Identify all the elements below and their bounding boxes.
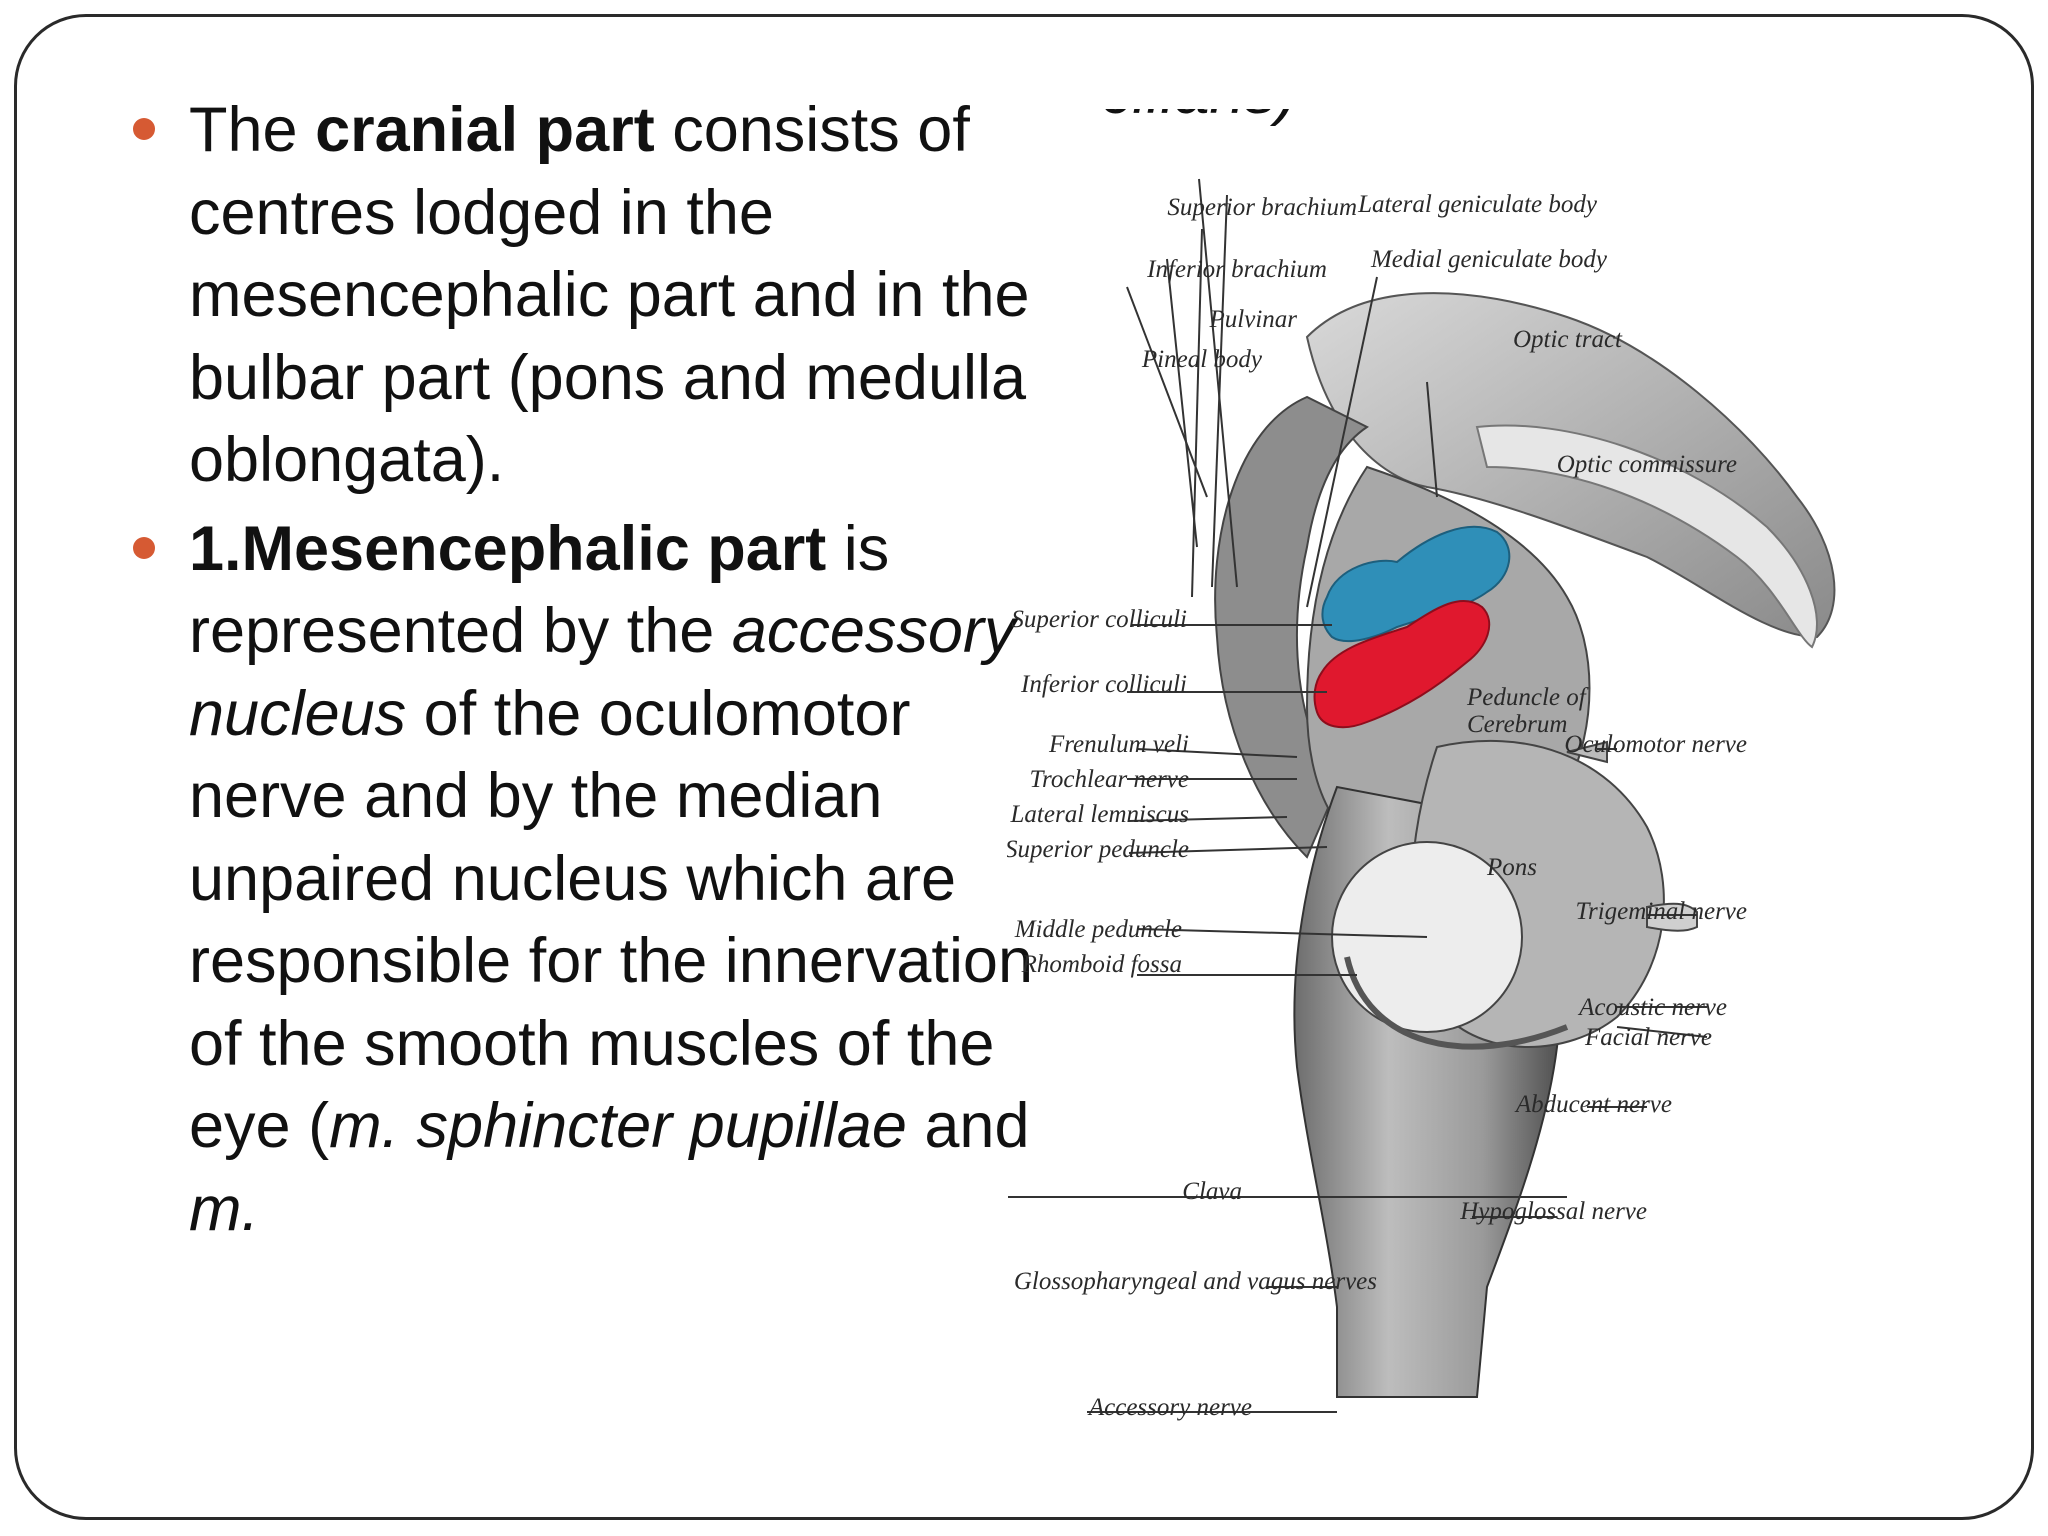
label-superior-peduncle: Superior peduncle <box>1007 836 1189 863</box>
label-optic-tract: Optic tract <box>1513 326 1623 353</box>
label-accessory-nerve: Accessory nerve <box>1087 1394 1252 1421</box>
optic-tract-shape <box>1475 424 1818 649</box>
label-superior-brachium: Superior brachium <box>1167 194 1357 221</box>
label-trochlear-nerve: Trochlear nerve <box>1030 766 1189 793</box>
label-trigeminal-nerve: Trigeminal nerve <box>1575 898 1747 925</box>
leader-lines <box>1008 178 1708 1413</box>
label-glossopharyngeal-vagus: Glossopharyngeal and vagus nerves <box>1014 1268 1377 1295</box>
label-inferior-brachium: Inferior brachium <box>1146 256 1327 283</box>
oculomotor-nerve-stub <box>1566 740 1608 764</box>
bullet-item: 1.Mesencephalic part is represented by t… <box>17 508 1037 1251</box>
label-medial-geniculate-body: Medial geniculate body <box>1370 246 1608 273</box>
label-hypoglossal-nerve: Hypoglossal nerve <box>1459 1198 1647 1225</box>
label-middle-peduncle: Middle peduncle <box>1014 916 1182 943</box>
trigeminal-nerve-stub <box>1646 902 1698 932</box>
label-peduncle-of-cerebrum-2: Cerebrum <box>1467 711 1567 738</box>
label-clava: Clava <box>1182 1178 1242 1205</box>
label-optic-commissure: Optic commissure <box>1557 451 1737 478</box>
text-column: The cranial part consists of centres lod… <box>17 17 1037 1517</box>
superior-colliculi-shape <box>1321 525 1511 643</box>
label-pulvinar: Pulvinar <box>1209 306 1298 333</box>
label-acoustic-nerve: Acoustic nerve <box>1577 994 1727 1021</box>
bullet-text: The cranial part consists of centres lod… <box>189 95 1030 495</box>
label-peduncle-of-cerebrum-1: Peduncle of <box>1466 684 1589 711</box>
inferior-colliculi-shape <box>1313 599 1491 729</box>
rhomboid-curve <box>1344 956 1569 1050</box>
brainstem-illustration: Superior brachium Lateral geniculate bod… <box>1005 178 1836 1421</box>
bullet-dot-icon <box>133 536 155 559</box>
label-facial-nerve: Facial nerve <box>1584 1024 1712 1051</box>
label-pineal-body: Pineal body <box>1141 346 1263 373</box>
bullet-item: The cranial part consists of centres lod… <box>17 89 1037 502</box>
bullet-text: 1.Mesencephalic part is represented by t… <box>189 513 1034 1244</box>
label-pons: Pons <box>1486 854 1537 881</box>
brainstem-figure: Superior brachium Lateral geniculate bod… <box>1005 167 2027 1467</box>
clipped-overflow-text: ciliaris) <box>1101 109 1297 137</box>
label-oculomotor-nerve: Oculomotor nerve <box>1564 731 1747 758</box>
label-lateral-geniculate-body: Lateral geniculate body <box>1357 191 1598 218</box>
bullet-list: The cranial part consists of centres lod… <box>17 89 1037 1256</box>
label-rhomboid-fossa: Rhomboid fossa <box>1021 951 1182 978</box>
bullet-dot-icon <box>133 118 155 140</box>
label-superior-colliculi: Superior colliculi <box>1011 606 1187 633</box>
label-lateral-lemniscus: Lateral lemniscus <box>1010 801 1189 828</box>
label-abducent-nerve: Abducent nerve <box>1514 1091 1672 1118</box>
label-inferior-colliculi: Inferior colliculi <box>1020 671 1187 698</box>
label-frenulum-veli: Frenulum veli <box>1048 731 1189 758</box>
slide: ciliaris) The cranial part consists of c… <box>14 14 2034 1520</box>
